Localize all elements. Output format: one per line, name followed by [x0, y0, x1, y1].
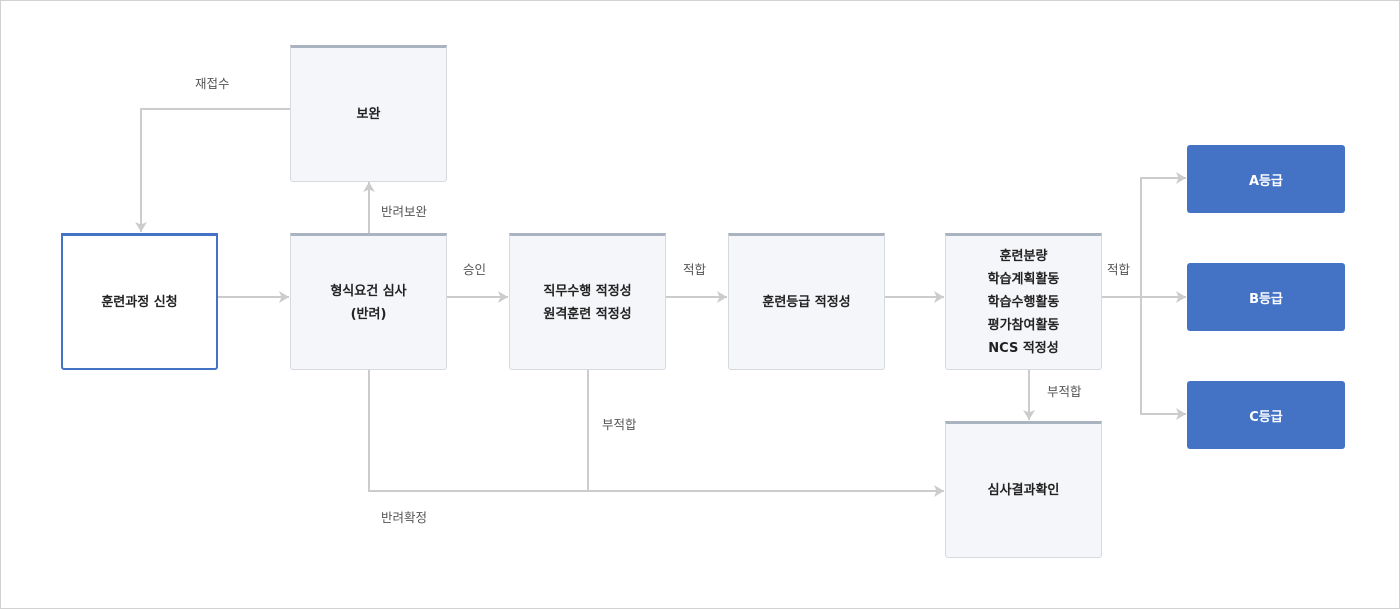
node-content-review-line-5: NCS 적정성: [988, 341, 1059, 356]
connector-formal-review-to-result-check: [368, 370, 944, 497]
node-formal-review-line-1: 형식요건 심사: [330, 283, 407, 299]
edge-label-approve: 승인: [463, 262, 487, 277]
edge-label-unsuitable-content: 부적합: [1047, 384, 1082, 399]
edge-label-return-supplement: 반려보완: [381, 204, 428, 219]
node-content-review-line-3: 학습수행활동: [987, 295, 1060, 310]
grade-c-label: C등급: [1249, 409, 1283, 425]
node-content-review-line-1: 훈련분량: [999, 249, 1048, 264]
node-content-review-line-4: 평가참여활동: [987, 318, 1060, 333]
node-content-review-line-2: 학습계획활동: [987, 272, 1060, 287]
node-application: 훈련과정 신청: [61, 233, 218, 370]
node-result-check: 심사결과확인: [945, 421, 1102, 558]
node-supplement: 보완: [290, 45, 447, 182]
node-formal-review-line-2: (반려): [350, 306, 387, 322]
grade-b-box: B등급: [1187, 263, 1345, 331]
node-job-suitability-line-1: 직무수행 적정성: [543, 283, 632, 299]
edge-label-suitable-grades: 적합: [1107, 262, 1131, 277]
node-application-label: 훈련과정 신청: [101, 294, 178, 310]
node-job-suitability-line-2: 원격훈련 적정성: [543, 306, 632, 322]
connector-supplement-to-application: [135, 108, 290, 232]
edge-label-return-confirmed: 반려확정: [381, 510, 428, 525]
node-supplement-label: 보완: [356, 107, 381, 122]
grade-a-label: A등급: [1249, 173, 1283, 189]
grade-b-label: B등급: [1249, 291, 1283, 307]
edge-label-resubmit: 재접수: [195, 76, 230, 91]
node-content-review: 훈련분량 학습계획활동 학습수행활동 평가참여활동 NCS 적정성: [945, 233, 1102, 370]
node-job-suitability: 직무수행 적정성 원격훈련 적정성: [509, 233, 666, 370]
node-grade-suitability-label: 훈련등급 적정성: [762, 295, 851, 310]
node-result-check-label: 심사결과확인: [987, 483, 1060, 498]
grade-c-box: C등급: [1187, 381, 1345, 449]
edge-label-suitable-job: 적합: [683, 262, 707, 277]
grade-a-box: A등급: [1187, 145, 1345, 213]
edge-label-unsuitable-job: 부적합: [602, 417, 637, 432]
node-formal-review: 형식요건 심사 (반려): [290, 233, 447, 370]
node-grade-suitability: 훈련등급 적정성: [728, 233, 885, 370]
